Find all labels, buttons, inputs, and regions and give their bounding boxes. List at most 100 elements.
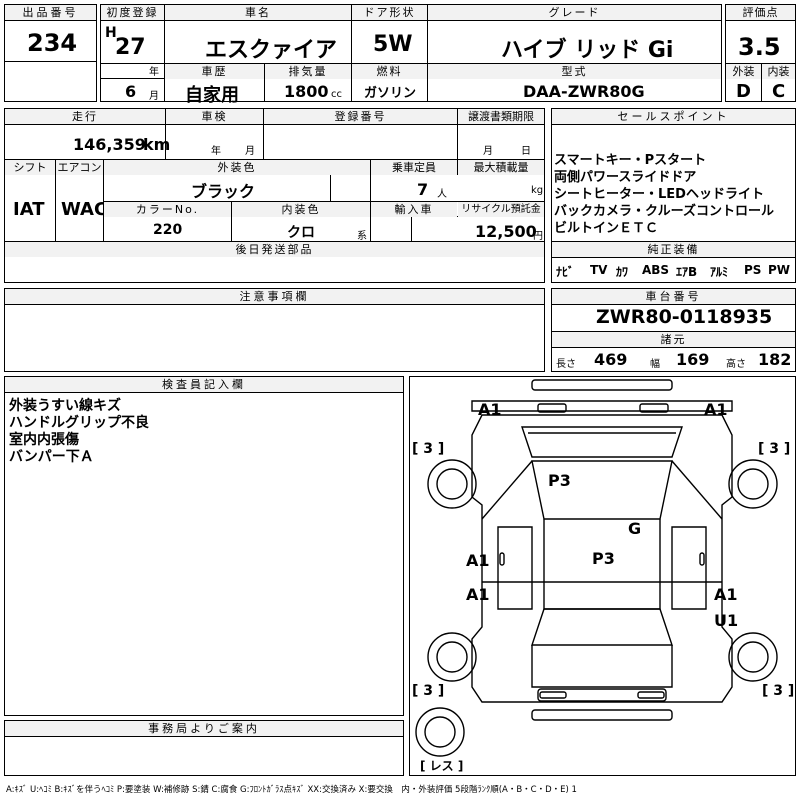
height-label: 高さ [726,359,746,370]
ac: WAC [61,199,108,220]
tire-tread: [ 3 ] [758,441,791,457]
lot-number-cell: 出品番号 234 [4,4,97,102]
height: 182 [758,350,792,369]
sales-line: スマートキー・Pスタート [554,153,707,168]
equipment-label: 純正装備 [552,242,795,258]
inspector-note: バンパー下Ａ [9,449,94,465]
side-door-left [497,526,533,610]
month-unit: 月 [149,91,159,102]
first-reg-year: 27 [115,35,146,60]
wheel-rear-left [427,632,477,682]
reg-no-label: 登録番号 [264,109,457,124]
displacement: 1800 [284,82,329,101]
color-no: 220 [153,222,183,238]
history: 自家用 [185,85,239,106]
hood-outline [471,400,733,412]
side-door-right [671,526,707,610]
wheel-rear-right [728,632,778,682]
sales-point-label: セールスポイント [552,109,795,125]
transfer-label: 譲渡書類期限 [458,109,544,124]
shift: IAT [13,199,45,220]
sales-line: 両側パワースライドドア [554,170,697,185]
series-unit: 系 [357,231,367,242]
tire-tread: [ 3 ] [412,441,445,457]
km-unit: km [143,135,171,154]
chassis-number: ZWR80-0118935 [596,306,773,328]
equipment-item: PW [768,263,791,277]
shift-label: シフト [5,160,55,175]
damage-mark: P3 [592,549,615,568]
grade: ハイブ リッド Gi [501,38,674,63]
int-color-label: 内装色 [232,202,370,217]
car-diagram [415,379,778,757]
info-block: 走行 車検 登録番号 譲渡書類期限 146,359 km 年 月 月 日 シフト… [4,108,545,283]
length-label: 長さ [556,359,576,370]
inspection-label: 車検 [166,109,263,124]
damage-mark: U1 [714,611,739,630]
kg-unit: kg [531,185,544,196]
inspector-label: 検査員記入欄 [5,377,403,393]
rear-window [531,608,673,646]
front-bumper [531,379,673,391]
ac-label: エアコン [56,160,103,175]
office-block: 事務局よりご案内 [4,720,404,776]
sales-line: ビルトインＥＴＣ [554,221,659,236]
office-label: 事務局よりご案内 [5,721,403,737]
later-parts-label: 後日発送部品 [5,242,544,257]
tire-tread: [ 3 ] [762,683,795,699]
score-block: 評価点 3.5 外装 内装 D C [725,4,796,102]
tire-tread: [ 3 ] [412,683,445,699]
notes-label: 注意事項欄 [5,289,544,305]
first-reg-label: 初度登録 [101,5,164,20]
recycle-label: リサイクル預託金 [458,202,544,217]
exterior-grade: D [736,81,751,102]
equipment-item: ｴｱB [676,265,698,279]
model-label: 型式 [428,64,721,79]
transfer-month-unit: 月 [483,146,493,157]
year-unit: 年 [149,67,159,78]
chassis-label: 車台番号 [552,289,795,305]
header-block: 初度登録 車名 ドア形状 グレード 車歴 排気量 燃料 型式 H 27 年 6 … [100,4,722,106]
lot-number-label: 出品番号 [5,5,96,21]
sales-line: シートヒーター・LEDヘッドライト [554,187,764,202]
wheel-front-right [728,459,778,509]
color-no-label: カラーNo. [104,202,231,217]
damage-mark: A1 [704,400,728,419]
import-label: 輸入車 [371,202,457,217]
ext-color-label: 外装色 [104,160,370,175]
windshield [521,426,683,458]
ext-color: ブラック [191,182,256,201]
sales-line: バックカメラ・クルーズコントロール [554,204,774,219]
yen-unit: 円 [533,231,543,242]
spec-label: 諸元 [552,332,795,348]
inspector-note: ハンドルグリップ不良 [9,415,149,431]
mileage: 146,359 [73,135,146,154]
fuel-label: 燃料 [352,64,427,79]
car-name: エスクァイア [205,38,338,63]
car-name-label: 車名 [165,5,351,20]
spare-tire-note: [ レス ] [420,759,464,773]
equipment-item: TV [590,263,608,277]
door-label: ドア形状 [352,5,427,20]
notes-block: 注意事項欄 [4,288,545,372]
first-reg-month: 6 [125,82,137,101]
fuel: ガソリン [364,86,417,101]
equipment-item: PS [744,263,762,277]
int-color: クロ [287,225,315,241]
lot-number: 234 [27,29,78,57]
cc-unit: cc [331,89,342,100]
legend: A:ｷｽﾞ U:ﾍｺﾐ B:ｷｽﾞを伴うﾍｺﾐ P:要塗装 W:補修跡 S:錆 … [6,785,577,795]
damage-mark: A1 [714,585,738,604]
history-label: 車歴 [165,64,264,79]
exterior-label: 外装 [726,64,761,79]
inspector-block: 検査員記入欄 外装うすい線キズ ハンドルグリップ不良 室内内張傷 バンパー下Ａ [4,376,404,716]
era: H [105,25,117,41]
grade-label: グレード [428,5,721,20]
interior-label: 内装 [762,64,795,79]
recycle-fee: 12,500 [475,222,537,241]
width-label: 幅 [650,359,660,370]
body-outline [471,414,733,703]
displacement-label: 排気量 [265,64,351,79]
score-label: 評価点 [726,5,795,21]
damage-mark: P3 [548,471,571,490]
